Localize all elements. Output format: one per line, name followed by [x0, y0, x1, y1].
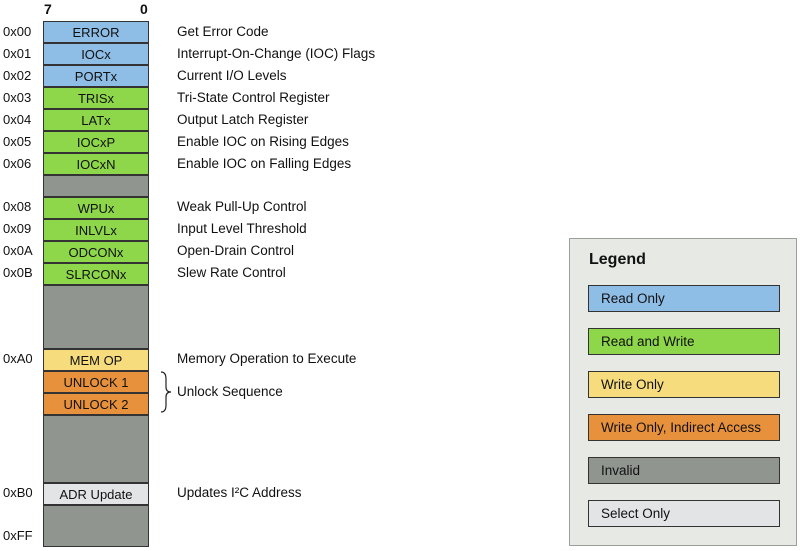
register-description: Slew Rate Control	[177, 265, 286, 280]
legend-title: Legend	[589, 251, 646, 268]
register-description: Open-Drain Control	[177, 243, 295, 258]
register-cell: INLVLx	[43, 219, 149, 241]
legend-item-select-only: Select Only	[588, 500, 780, 527]
invalid-region	[43, 505, 149, 547]
address-label: 0x0B	[3, 265, 33, 280]
legend-item-write-indirect: Write Only, Indirect Access	[588, 414, 780, 441]
legend-item-read-write: Read and Write	[588, 328, 780, 355]
register-description: Get Error Code	[177, 24, 269, 39]
register-map: ERROR IOCx PORTx TRISx LATx IOCxP IOCxN …	[43, 21, 149, 547]
register-cell: UNLOCK 1	[43, 371, 149, 393]
address-label: 0x09	[3, 221, 32, 236]
register-description: Enable IOC on Rising Edges	[177, 134, 349, 149]
address-label: 0x0A	[3, 243, 33, 258]
legend-item-read-only: Read Only	[588, 285, 780, 312]
register-cell: LATx	[43, 109, 149, 131]
register-description: Enable IOC on Falling Edges	[177, 156, 352, 171]
register-cell: UNLOCK 2	[43, 393, 149, 415]
address-label: 0x02	[3, 68, 32, 83]
address-label: 0xB0	[3, 485, 33, 500]
address-label: 0xA0	[3, 351, 33, 366]
register-cell: ERROR	[43, 21, 149, 43]
address-label: 0x00	[3, 24, 32, 39]
register-description: Current I/O Levels	[177, 68, 287, 83]
register-description: Updates I²C Address	[177, 485, 302, 500]
legend-item-write-only: Write Only	[588, 371, 780, 398]
register-cell: TRISx	[43, 87, 149, 109]
address-label: 0x08	[3, 199, 32, 214]
end-address-label: 0xFF	[3, 528, 33, 543]
legend-panel: Legend Read Only Read and Write Write On…	[569, 238, 797, 546]
unlock-sequence-label: Unlock Sequence	[177, 384, 283, 399]
register-description: Tri-State Control Register	[177, 90, 330, 105]
unlock-brace	[160, 371, 172, 413]
address-label: 0x05	[3, 134, 32, 149]
address-label: 0x01	[3, 46, 32, 61]
register-cell: ODCONx	[43, 241, 149, 263]
invalid-region	[43, 285, 149, 349]
register-description: Interrupt-On-Change (IOC) Flags	[177, 46, 376, 61]
address-label: 0x06	[3, 156, 32, 171]
register-description: Weak Pull-Up Control	[177, 199, 307, 214]
bit-7-label: 7	[44, 1, 52, 17]
legend-item-invalid: Invalid	[588, 457, 780, 484]
register-cell: PORTx	[43, 65, 149, 87]
register-cell: SLRCONx	[43, 263, 149, 285]
address-label: 0x03	[3, 90, 32, 105]
register-cell: IOCxP	[43, 131, 149, 153]
register-cell: IOCxN	[43, 153, 149, 175]
address-label: 0x04	[3, 112, 32, 127]
invalid-region	[43, 175, 149, 197]
register-description: Memory Operation to Execute	[177, 351, 357, 366]
register-cell: IOCx	[43, 43, 149, 65]
register-description: Input Level Threshold	[177, 221, 307, 236]
invalid-region	[43, 415, 149, 483]
register-description: Output Latch Register	[177, 112, 309, 127]
register-cell: ADR Update	[43, 483, 149, 505]
register-cell: WPUx	[43, 197, 149, 219]
register-cell: MEM OP	[43, 349, 149, 371]
bit-0-label: 0	[140, 1, 148, 17]
